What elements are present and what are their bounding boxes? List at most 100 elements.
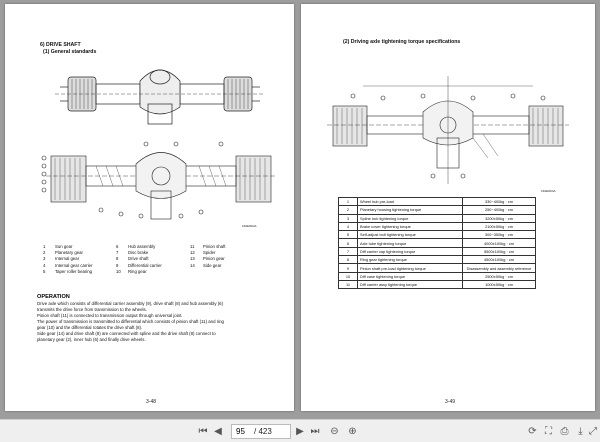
operation-title: OPERATION [37,294,70,300]
fullscreen-icon[interactable]: ⤢ [589,425,597,437]
legend-num: 9 [116,262,119,268]
legend-row: 5 Taper roller bearing 10 Ring gear [43,269,263,275]
row-value: 250~400kg · cm [462,205,536,215]
left-page: 6) DRIVE SHAFT (1) General standards [5,4,294,411]
legend-num: 3 [43,256,46,262]
row-number: 6 [338,238,358,248]
page-number: 3-48 [146,399,157,405]
row-value: 5500±100kg · cm [462,246,536,257]
legend-num: 14 [190,262,195,268]
row-number: 7 [338,246,358,257]
row-number: 2 [338,205,358,215]
page-number-input[interactable] [232,427,254,436]
legend-num: 4 [43,262,46,268]
legend-num: 8 [116,256,119,262]
row-value: 300~350kg · cm [462,230,536,240]
legend-label: Taper roller bearing [55,268,93,274]
row-number: 11 [338,279,358,290]
legend-row: 4 Internal gear carrier 9 Differential c… [43,263,263,269]
row-value: 4000±100kg · cm [462,238,536,248]
row-item: Planetary housing tightening torque [357,205,463,215]
legend-num: 5 [43,268,46,274]
row-item: Brake cover tightening torque [357,221,463,232]
operation-line: The power of transmission is transmitted… [37,319,224,325]
operation-text: Drive axle which consists of differentia… [37,301,272,343]
prev-page-icon[interactable]: ◀ [214,425,222,437]
section-title: 6) DRIVE SHAFT [40,42,81,48]
axle-cross-section-drawing [41,141,276,220]
rotate-icon[interactable]: ⟳ [528,425,537,437]
axle-torque-drawing [327,76,569,184]
legend-label: Side gear [203,262,222,268]
parts-legend: 1 Sun gear 6 Hub assembly 11 Pinion shaf… [43,244,263,275]
legend-num: 12 [190,250,195,256]
legend-num: 11 [190,244,195,249]
legend-label: Ring gear [128,268,147,274]
row-value: 3200±50kg · cm [462,213,536,223]
figure-code: 160E0D4A [242,224,257,228]
page-number: 3-49 [445,399,456,405]
row-value: 1000±50kg · cm [462,279,536,290]
operation-line: transmits the drive force from transmiss… [37,307,147,313]
zoom-in-icon[interactable]: ⊕ [348,425,357,437]
operation-line: gear (10) and the differential rotates t… [37,325,143,331]
row-number: 5 [338,230,358,240]
section-title: (2) Driving axle tightening torque speci… [343,39,461,45]
last-page-icon[interactable]: ⏭ [310,425,320,437]
operation-line: planetary gear (2), inner hub (6) and fi… [37,337,146,343]
print-icon[interactable]: ⎙ [560,425,569,437]
row-number: 1 [338,196,358,207]
operation-line: Side gear (14) and drive shaft (8) are c… [37,331,216,337]
row-item: Ring gear tightening torque [357,255,463,265]
row-item: Diff carrier cap tightening torque [357,246,463,257]
operation-line: Drive axle which consists of differentia… [37,301,224,306]
page-indicator: / 423 [231,424,291,439]
row-number: 4 [338,221,358,232]
first-page-icon[interactable]: ⏮ [198,425,208,437]
legend-row: 2 Planetary gear 7 Disc brake 12 Spider [43,250,263,256]
row-number: 3 [338,213,358,223]
legend-label: Disc brake [128,250,149,256]
row-value: 2500±50kg · cm [462,271,536,281]
row-item: Self-adjust bolt tightening torque [357,230,463,240]
page-total: / 423 [254,427,272,436]
row-value: 4500±100kg · cm [462,255,536,265]
figure-code: 160E0D4A [541,189,556,193]
legend-row: 1 Sun gear 6 Hub assembly 11 Pinion shaf… [43,244,263,250]
row-number: 10 [338,271,358,281]
legend-label: Drive shaft [128,256,149,262]
download-icon[interactable]: ⤓ [578,425,583,437]
viewer-toolbar: ⏮ ◀ / 423 ▶ ⏭ ⊖ ⊕ ⟳ ⛶ ⎙ ⤓ ⤢ [0,419,600,442]
row-item: Spline hub tightening torque [357,213,463,223]
legend-label: Differential carrier [128,262,162,268]
row-item: Axle tube tightening torque [357,238,463,248]
legend-num: 6 [116,244,119,249]
row-item: Pinion shaft pre-load tightening torque [357,263,463,273]
legend-label: Hub assembly [128,244,156,249]
legend-label: Planetary gear [55,250,83,256]
row-value: 2100±50kg · cm [462,221,536,232]
row-item: Wheel hub pre-load [357,196,463,207]
legend-num: 2 [43,250,46,256]
row-item: Diff carrier assy tightening torque [357,279,463,290]
legend-num: 13 [190,256,195,262]
legend-num: 1 [43,244,46,249]
legend-label: Internal gear [55,256,80,262]
zoom-out-icon[interactable]: ⊖ [330,425,339,437]
next-page-icon[interactable]: ▶ [296,425,304,437]
legend-num: 7 [116,250,119,256]
legend-label: Internal gear carrier [55,262,93,268]
row-value: 330~400kg · cm [462,196,536,207]
fit-icon[interactable]: ⛶ [545,425,552,437]
